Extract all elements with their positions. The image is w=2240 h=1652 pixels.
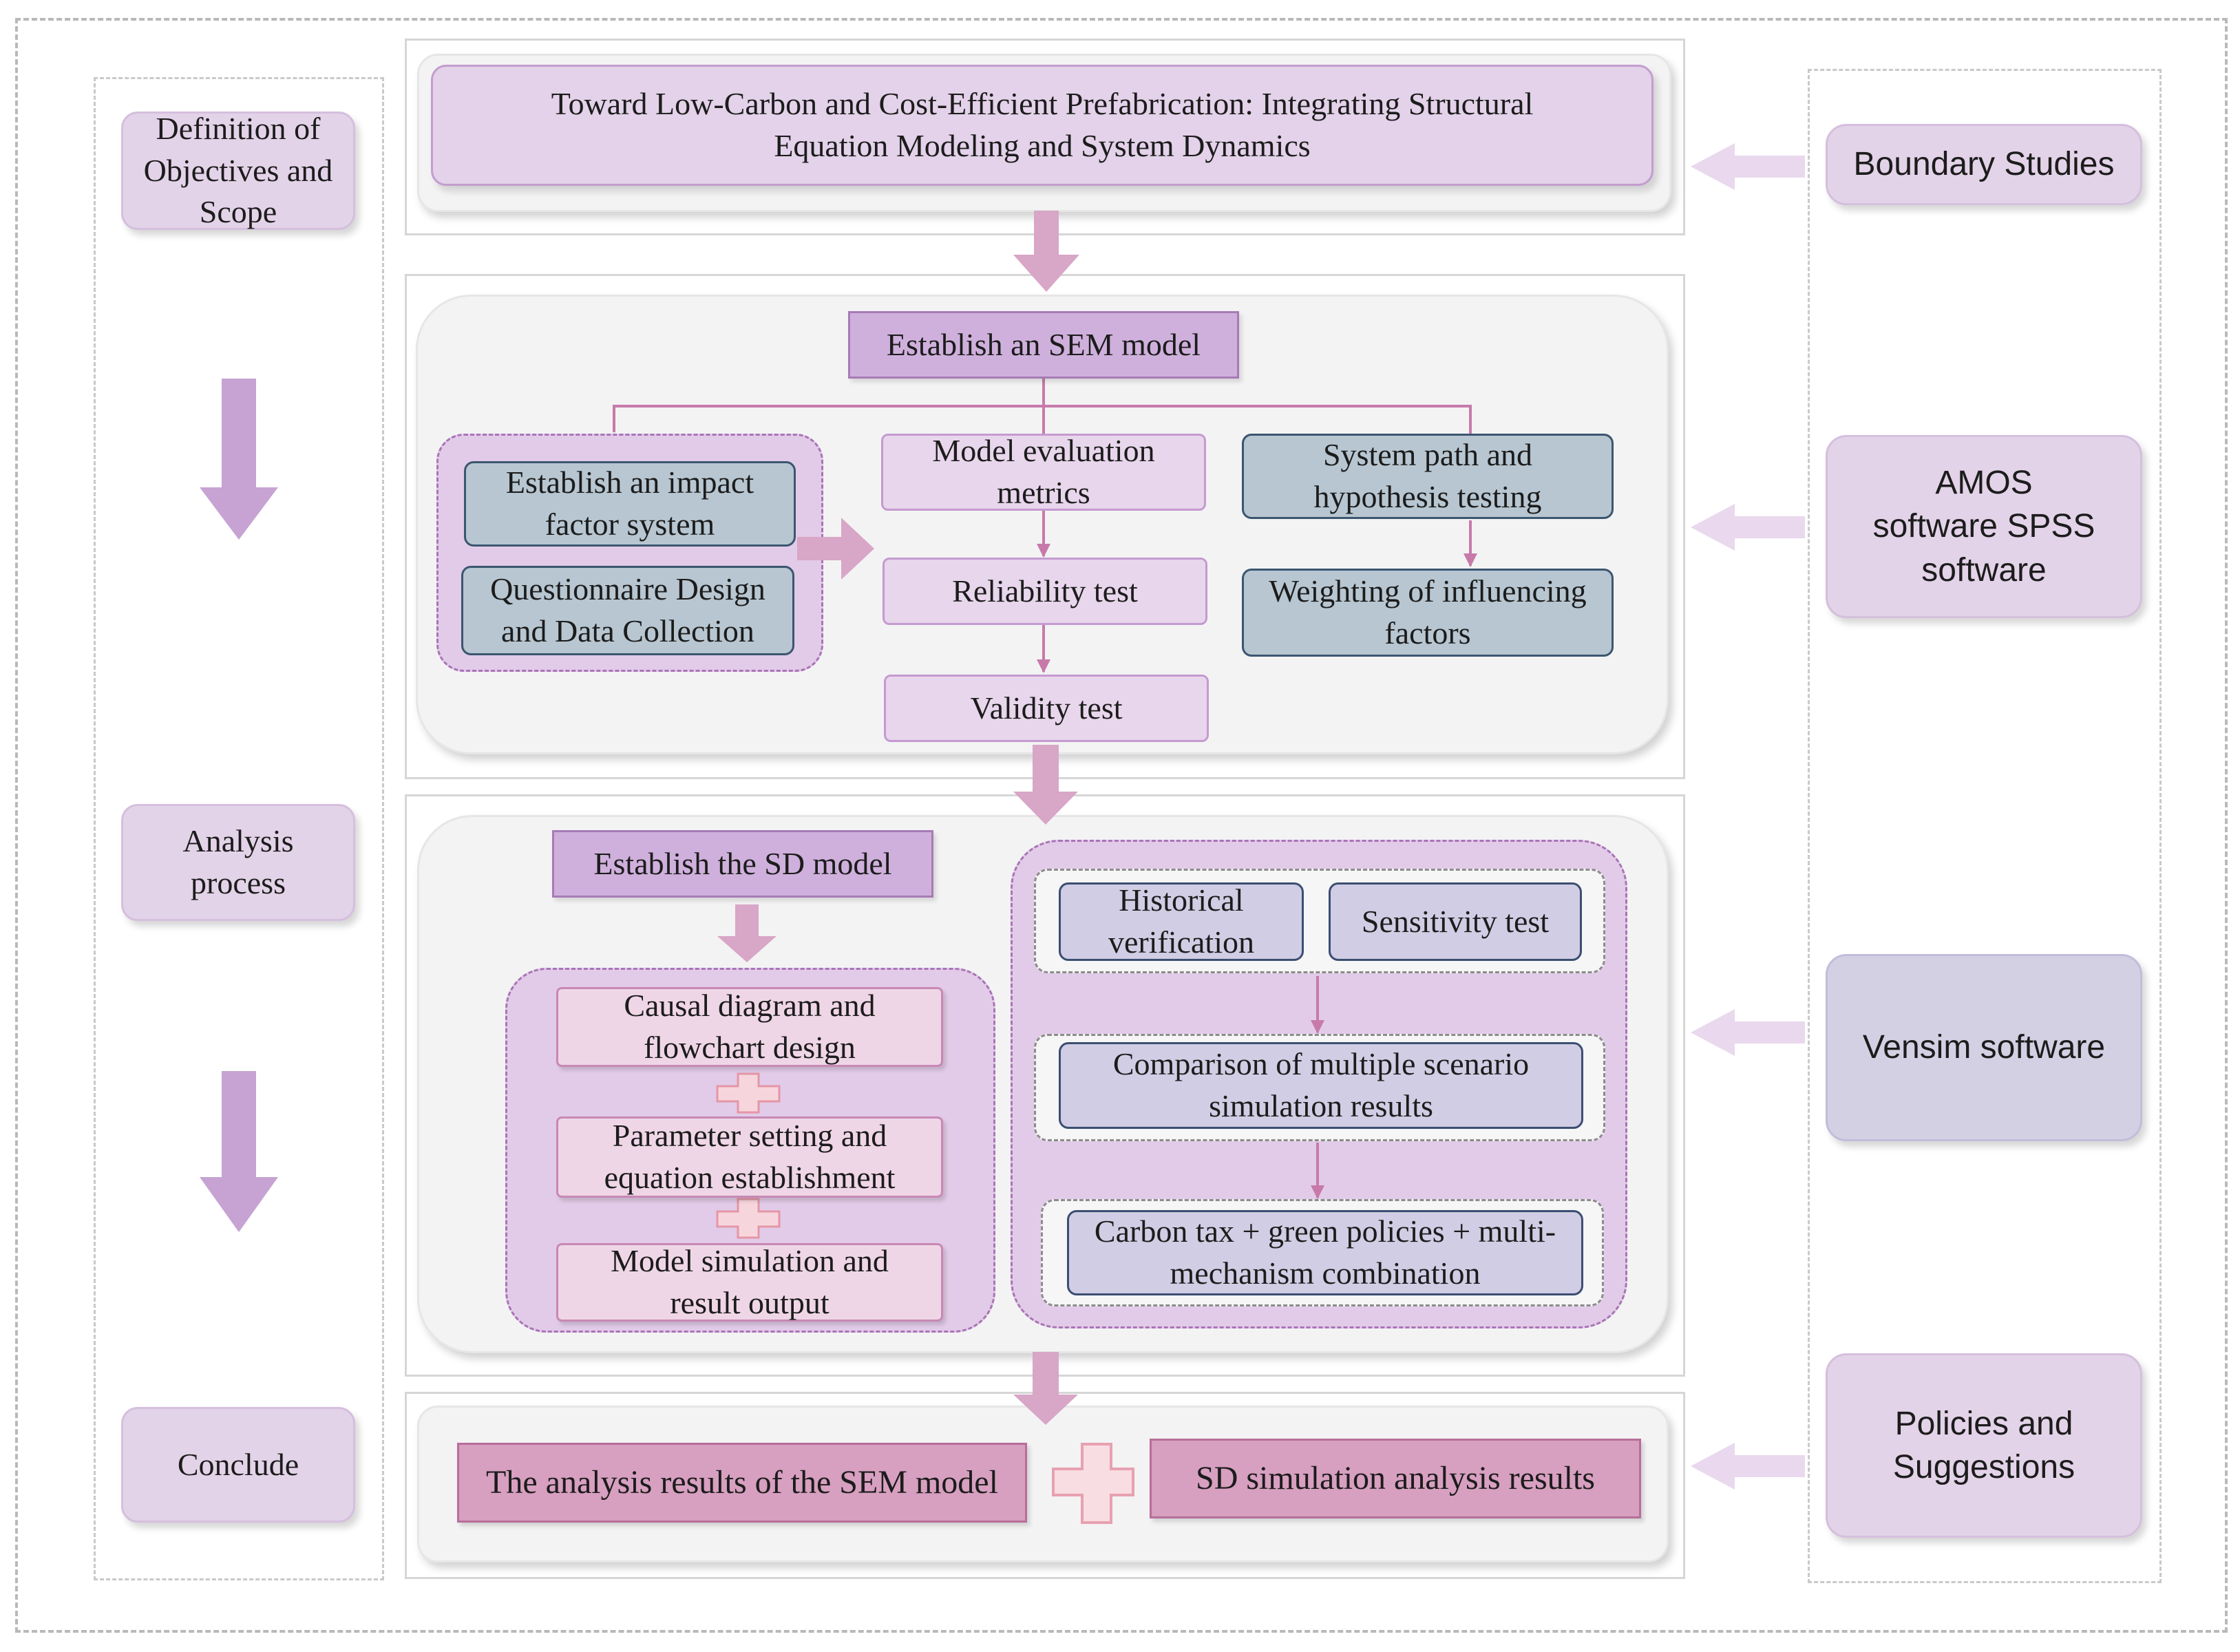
plus-icon-1 — [716, 1072, 781, 1114]
vensim-box: Vensim software — [1826, 954, 2142, 1141]
metrics-box: Model evaluation metrics — [881, 433, 1206, 511]
validity-box: Validity test — [884, 675, 1209, 742]
amos-spss-box: AMOS software SPSS software — [1826, 435, 2142, 618]
sd-header: Establish the SD model — [552, 830, 933, 898]
policies-box: Policies and Suggestions — [1826, 1353, 2142, 1538]
plus-icon-3 — [1052, 1443, 1134, 1524]
conclude-box: Conclude — [121, 1407, 355, 1523]
sd-down-arrow — [717, 904, 776, 962]
sensitivity-test-box: Sensitivity test — [1329, 882, 1582, 961]
boundary-studies-box: Boundary Studies — [1826, 124, 2142, 205]
left-down-arrow-2 — [200, 1071, 278, 1232]
parameter-setting-box: Parameter setting and equation establish… — [556, 1116, 943, 1198]
causal-diagram-box: Causal diagram and flowchart design — [556, 987, 943, 1067]
sem-right-arrow — [797, 518, 874, 580]
flow-arrow-2 — [1013, 745, 1078, 825]
reliability-box: Reliability test — [883, 558, 1207, 625]
right-column — [1808, 69, 2162, 1583]
boundary-arrow — [1691, 143, 1805, 190]
simulation-output-box: Model simulation and result output — [556, 1243, 943, 1322]
sd-results-box: SD simulation analysis results — [1150, 1439, 1641, 1518]
outer-border — [15, 18, 2228, 1633]
weighting-box: Weighting of influencing factors — [1242, 569, 1614, 657]
flow-arrow-1 — [1013, 211, 1079, 292]
objectives-box: Definition of Objectives and Scope — [121, 111, 355, 230]
left-column — [94, 77, 384, 1580]
flow-arrow-3 — [1013, 1352, 1078, 1425]
comparison-box: Comparison of multiple scenario simulati… — [1059, 1042, 1583, 1129]
left-down-arrow-1 — [200, 379, 278, 540]
sem-header: Establish an SEM model — [848, 311, 1239, 379]
policies-arrow — [1691, 1443, 1805, 1490]
historical-verification-box: Historical verification — [1059, 882, 1304, 961]
sem-results-box: The analysis results of the SEM model — [457, 1443, 1027, 1523]
plus-icon-2 — [716, 1198, 781, 1239]
questionnaire-box: Questionnaire Design and Data Collection — [461, 566, 794, 655]
amos-arrow — [1691, 504, 1805, 551]
page-title: Toward Low-Carbon and Cost-Efficient Pre… — [431, 65, 1653, 186]
carbon-tax-box: Carbon tax + green policies + multi-mech… — [1067, 1210, 1583, 1295]
impact-factor-box: Establish an impact factor system — [464, 461, 796, 547]
analysis-process-box: Analysis process — [121, 804, 355, 921]
path-hypothesis-box: System path and hypothesis testing — [1242, 434, 1614, 519]
vensim-arrow — [1691, 1009, 1805, 1056]
